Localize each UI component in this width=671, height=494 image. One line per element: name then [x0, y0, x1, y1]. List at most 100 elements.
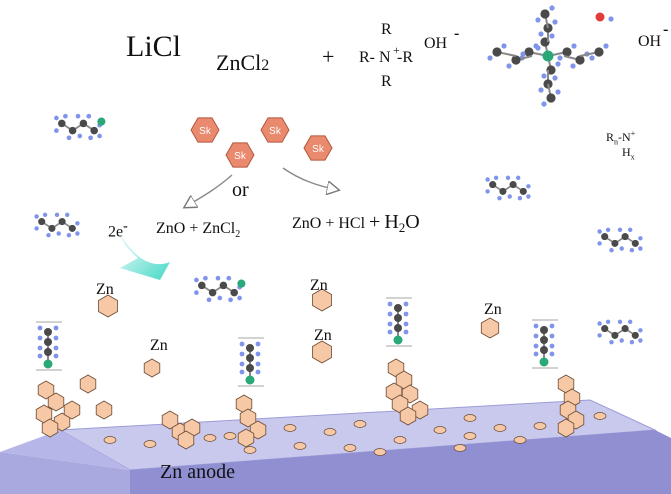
- adsorbed-chain: [36, 321, 62, 371]
- hydrogen-atom: [549, 333, 555, 339]
- carbon-atom: [621, 233, 629, 241]
- hydrogen-atom: [75, 221, 80, 226]
- hydrogen-atom: [53, 335, 59, 341]
- left-products: ZnO + ZnCl2: [156, 221, 240, 240]
- zn-particle: [480, 317, 500, 339]
- hydrogen-atom: [557, 55, 563, 61]
- hydrogen-atom: [387, 311, 393, 317]
- hydrogen-atom: [549, 343, 555, 349]
- amine-r: R: [606, 130, 615, 144]
- hydrogen-atom: [517, 195, 523, 201]
- zn-surface-flake: [493, 424, 507, 432]
- ammonium-r-top: R: [381, 21, 392, 38]
- right-h2o-tail: O: [405, 211, 420, 233]
- hydrogen-atom: [533, 351, 539, 357]
- hydrogen-atom: [549, 33, 555, 39]
- hydrogen-atom: [629, 247, 635, 253]
- licl-label: LiCl: [126, 30, 182, 63]
- zn-deposit: [161, 410, 179, 430]
- hydrogen-atom: [493, 175, 499, 181]
- hydrogen-atom: [555, 61, 561, 67]
- or-label: or: [232, 179, 249, 201]
- hydrogen-atom: [538, 31, 544, 37]
- hydrogen-atom: [507, 194, 512, 199]
- arrow-to-right-products: [282, 167, 338, 190]
- hydrogen-atom: [403, 311, 409, 317]
- hydrogen-atom: [549, 351, 555, 357]
- right-plus-1: +: [325, 215, 335, 232]
- plus-sign: +: [322, 44, 335, 69]
- zn-surface-flake: [513, 436, 527, 444]
- carbon-atom: [562, 47, 572, 57]
- zn-deposit: [37, 380, 55, 400]
- carbon-atom: [546, 93, 556, 103]
- hydrogen-atom: [487, 55, 493, 61]
- hydrogen-atom: [203, 275, 208, 281]
- sk-particle: Sk: [225, 142, 255, 168]
- hydrogen-atom: [86, 113, 92, 119]
- carbon-atom: [394, 304, 402, 312]
- anode-left-edge: [0, 430, 130, 470]
- zn-label-5: Zn: [150, 337, 168, 354]
- zn-surface-flake: [393, 436, 407, 444]
- hydrogen-atom: [638, 236, 643, 241]
- ammonium-hydroxide-charge: -: [454, 25, 460, 42]
- hydrogen-atom: [403, 301, 409, 307]
- nitrogen-atom: [97, 117, 106, 126]
- anode-front-face: [0, 452, 130, 494]
- ammonium-hydroxide: OH: [424, 35, 448, 52]
- sk-hexagon: [190, 117, 220, 143]
- hydrogen-atom: [239, 341, 245, 347]
- hydrogen-atom: [215, 275, 221, 281]
- amine-n: -N: [618, 130, 631, 144]
- hydrogen-atom: [88, 135, 93, 141]
- sk-particle: Sk: [190, 117, 220, 143]
- sk-particle: Sk: [260, 117, 290, 143]
- zn-deposit: [557, 418, 575, 438]
- carbon-atom: [394, 324, 402, 332]
- hydrogen-atom: [255, 361, 261, 367]
- zn-deposit: [177, 430, 195, 450]
- hydrogen-atom: [403, 329, 409, 335]
- anode-front-long: [130, 430, 671, 494]
- carbon-atom: [58, 119, 66, 128]
- zn-surface-flake: [353, 420, 367, 428]
- alkylamine-molecule: [54, 113, 106, 141]
- hydrogen-atom: [66, 135, 72, 141]
- hydrogen-atom: [228, 297, 233, 303]
- hydrogen-atom: [638, 246, 643, 251]
- zn-surface-flake: [373, 448, 387, 456]
- hydrogen-atom: [387, 329, 393, 335]
- hydrogen-atom: [552, 75, 558, 81]
- hydrogen-atom: [619, 246, 624, 251]
- hydrogen-atom: [42, 212, 48, 218]
- hydrogen-atom: [66, 232, 72, 238]
- hydrogen-atom: [638, 328, 643, 333]
- hydrogen-atom: [549, 323, 555, 329]
- carbon-atom: [394, 314, 402, 322]
- hydrogen-atom: [570, 63, 576, 69]
- carbon-atom: [621, 325, 629, 333]
- hydrogen-atom: [533, 323, 539, 329]
- right-zno: ZnO: [292, 215, 322, 232]
- hydrogen-atom: [505, 175, 511, 181]
- carbon-atom: [631, 239, 639, 247]
- carbon-atom: [540, 9, 550, 19]
- hydrogen-atom: [609, 339, 614, 345]
- zn-surface-flake: [323, 428, 337, 436]
- left-products-text: ZnO + ZnCl: [156, 220, 236, 237]
- hydrogen-atom: [34, 214, 39, 219]
- carbon-atom: [611, 239, 619, 247]
- sk-hexagon: [303, 135, 333, 161]
- zn-surface-flake: [143, 440, 157, 448]
- hydrogen-atom: [485, 177, 490, 182]
- zn-particle: [312, 340, 332, 364]
- zn-surface-flake: [593, 412, 607, 420]
- arrow-to-left-products: [185, 174, 233, 207]
- zn-label-4: Zn: [314, 327, 332, 344]
- hydrogen-atom: [56, 231, 61, 236]
- nitrogen-atom: [43, 359, 53, 369]
- electron-arrow: [118, 228, 170, 280]
- zn-particle: [143, 358, 161, 378]
- right-hcl: HCl: [338, 215, 366, 232]
